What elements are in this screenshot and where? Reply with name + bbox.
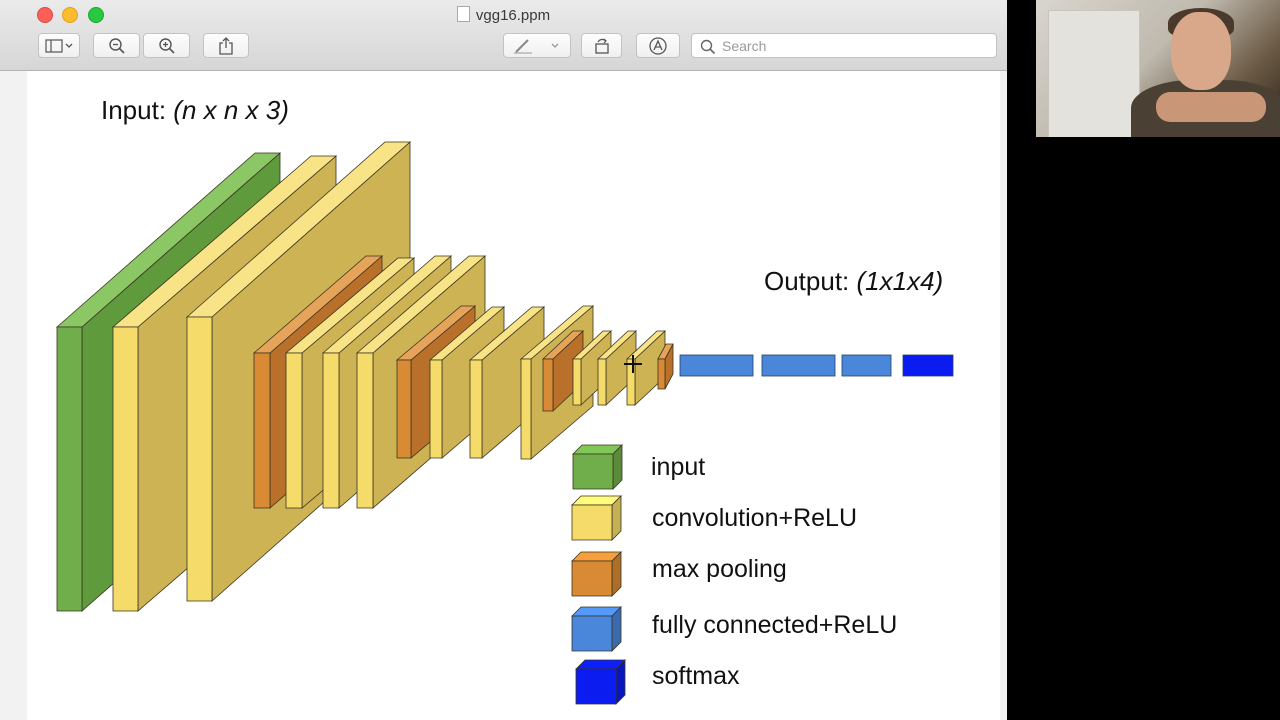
legend-label-input: input [651,453,705,481]
rotate-button[interactable] [581,33,622,58]
swatch-front [572,453,614,490]
pool-block-front [253,352,271,509]
conv-block-front [429,359,443,459]
legend-swatch-convolution [571,495,622,541]
pool-layer-block [541,330,585,412]
swatch-front [571,615,613,652]
conv-block-front [597,358,607,406]
conv-block-front [356,352,374,509]
pool-layer-block [657,343,674,390]
markup-button[interactable] [503,33,571,58]
conv-layer-block [596,330,638,406]
fully-connected-block [761,354,836,377]
document-title: vgg16.ppm [0,6,1007,24]
fully-connected-block [841,354,892,377]
pool-block-front [657,358,666,390]
conv-block-front [572,358,582,406]
conv-block-front [322,352,340,509]
document-icon [456,6,470,22]
conv-block-front [285,352,303,509]
maximize-window-button[interactable] [88,7,104,23]
legend-swatch-input [572,444,623,490]
annotate-button[interactable] [636,33,680,58]
input-shape: (n x n x 3) [173,95,289,125]
minimize-window-button[interactable] [62,7,78,23]
markup-pen-icon [514,38,559,53]
zoom-in-button[interactable] [143,33,190,58]
legend-swatch-fully [571,606,622,652]
document-canvas: Input: (n x n x 3) Output: (1x1x4) input… [0,71,1007,720]
legend-label-softmax: softmax [652,662,740,690]
webcam-presenter-face [1171,12,1231,90]
input-caption: Input: (n x n x 3) [101,95,289,125]
legend-label-convolution: convolution+ReLU [652,504,857,532]
swatch-front [571,504,613,541]
sidebar-toggle-icon [45,38,73,53]
webcam-overlay [1036,0,1280,137]
webcam-background-door [1048,10,1140,137]
zoom-out-button[interactable] [93,33,140,58]
title-bar: vgg16.ppm [0,0,1007,71]
zoom-in-icon [158,37,175,54]
swatch-front [575,668,617,705]
input-block-front [56,326,83,612]
conv-block-front [186,316,213,602]
softmax-block [902,354,954,377]
swatch-front [571,560,613,597]
preview-window: vgg16.ppm [0,0,1007,720]
layer-blocks [55,141,954,612]
pool-block-front [542,358,554,412]
share-button[interactable] [203,33,249,58]
conv-block-front [520,358,532,460]
page-margin-left [0,71,27,720]
annotate-icon [649,36,667,55]
page-margin-right [1000,71,1007,720]
search-placeholder: Search [722,38,767,54]
conv-layer-block [571,330,613,406]
legend-swatch-max [571,551,622,597]
input-caption-prefix: Input: [101,95,173,125]
conv-block-front [112,326,139,612]
webcam-presenter-hands [1156,92,1266,122]
conv-block-front [469,359,483,459]
vgg16-diagram: Input: (n x n x 3) Output: (1x1x4) input… [55,95,954,705]
legend-label-fully-connected: fully connected+ReLU [652,611,897,639]
sidebar-toggle-button[interactable] [38,33,80,58]
rotate-icon [594,38,609,54]
close-window-button[interactable] [37,7,53,23]
zoom-out-icon [108,37,125,54]
pool-block-front [396,359,412,459]
output-shape: (1x1x4) [857,266,944,296]
mouse-cursor [624,355,642,373]
search-input[interactable]: Search [691,33,997,58]
conv-layer-block [468,306,546,459]
output-caption-prefix: Output: [764,266,857,296]
fully-connected-block [679,354,754,377]
share-icon [219,36,233,55]
output-caption: Output: (1x1x4) [764,266,943,296]
legend-label-max-pooling: max pooling [652,555,787,583]
legend-swatch-softmax [575,659,626,705]
search-icon [700,39,716,55]
document-title-text: vgg16.ppm [475,7,551,24]
legend-swatches [571,444,626,705]
